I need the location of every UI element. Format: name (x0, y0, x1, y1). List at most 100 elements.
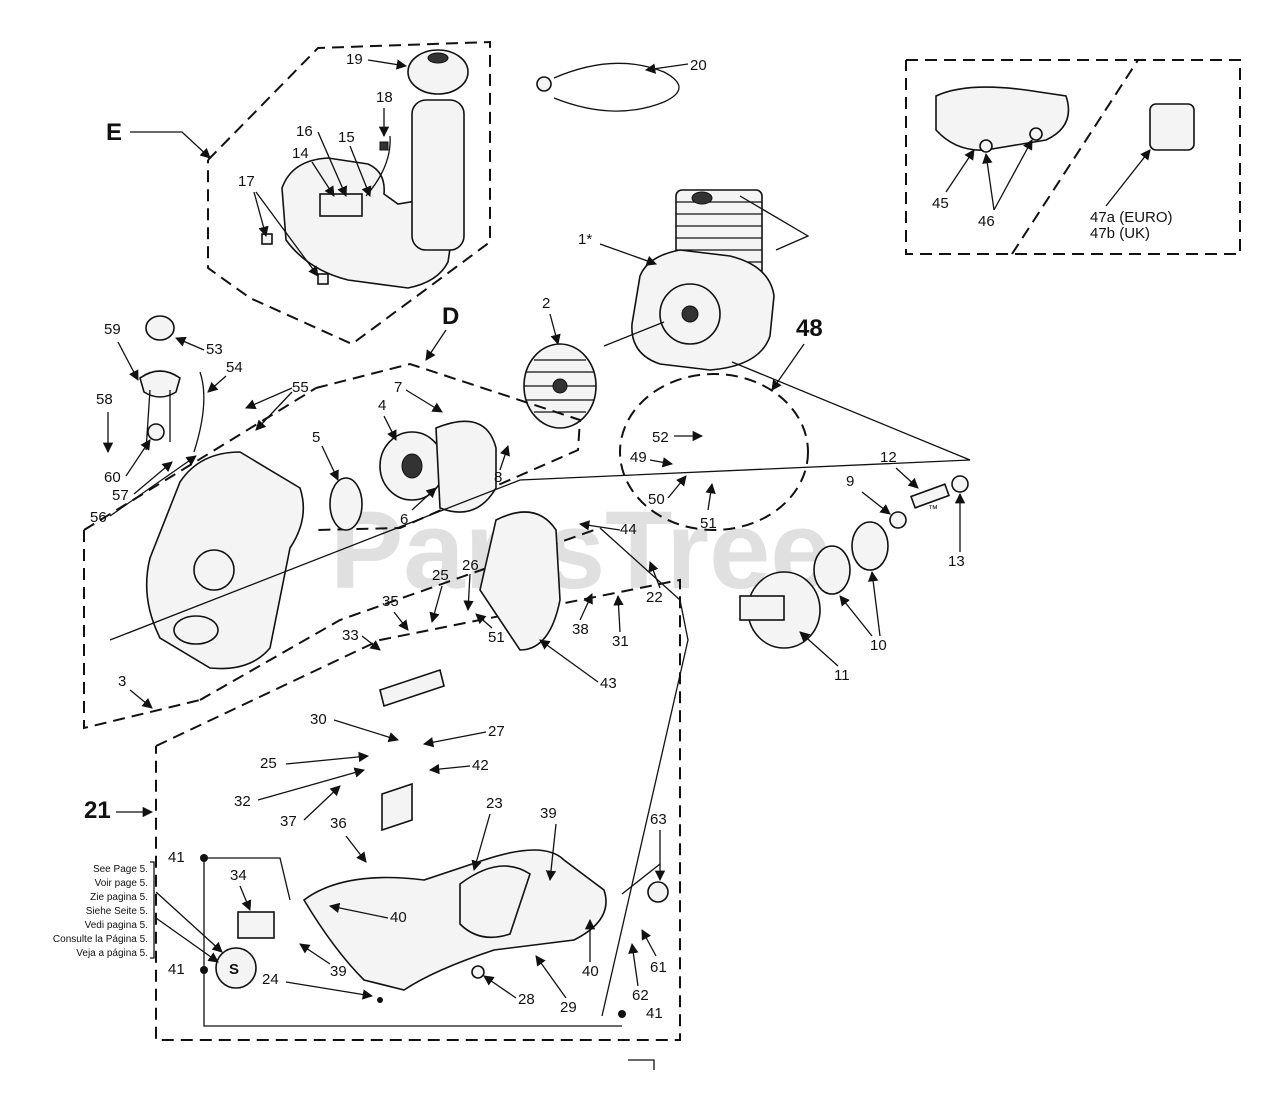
label-34: 34 (230, 867, 247, 884)
fuel-filler-neck (411, 99, 465, 251)
label-7: 7 (394, 379, 402, 396)
clamp-ring (553, 62, 680, 112)
label-36: 36 (330, 815, 347, 832)
label-15: 15 (338, 129, 355, 146)
watermark: PartsTree (330, 489, 831, 612)
label-47b: 47b (UK) (1090, 225, 1150, 242)
label-43: 43 (600, 675, 617, 692)
label-23: 23 (486, 795, 503, 812)
label-20: 20 (690, 57, 707, 74)
svg-text:See Page 5.: See Page 5. (93, 864, 148, 875)
label-5: 5 (312, 429, 320, 446)
label-24: 24 (262, 971, 279, 988)
label-53: 53 (206, 341, 223, 358)
spacer (910, 483, 950, 509)
label-25-a: 25 (432, 567, 449, 584)
label-9: 9 (846, 473, 854, 490)
grommet (647, 881, 669, 903)
label-56: 56 (90, 509, 107, 526)
label-8: 8 (494, 469, 502, 486)
s-symbol-letter: S (229, 961, 239, 978)
label-59: 59 (104, 321, 121, 338)
label-12: 12 (880, 449, 897, 466)
group-d-outline (315, 362, 582, 531)
label-26: 26 (462, 557, 479, 574)
throttle-block (381, 782, 413, 832)
svg-text:Veja a página 5.: Veja a página 5. (76, 948, 148, 959)
label-10: 10 (870, 637, 887, 654)
throttle-trigger (379, 668, 445, 708)
label-41-b: 41 (168, 961, 185, 978)
label-D: D (442, 303, 459, 330)
group-e-fuel-tank (207, 40, 491, 346)
flywheel (523, 343, 597, 429)
label-17: 17 (238, 173, 255, 190)
label-25-b: 25 (260, 755, 277, 772)
label-51-a: 51 (700, 515, 717, 532)
label-57: 57 (112, 487, 129, 504)
label-51-b: 51 (488, 629, 505, 646)
fuel-cap (407, 49, 469, 95)
drive-shaft-stub (739, 595, 785, 621)
svg-text:Siehe Seite 5.: Siehe Seite 5. (86, 906, 148, 917)
label-45: 45 (932, 195, 949, 212)
label-2: 2 (542, 295, 550, 312)
label-3: 3 (118, 673, 126, 690)
label-40-b: 40 (582, 963, 599, 980)
see-page-note: See Page 5. Voir page 5. Zie pagina 5. S… (53, 861, 155, 959)
handle-body (302, 849, 607, 991)
starter-plate (435, 420, 497, 513)
label-13: 13 (948, 553, 965, 570)
starter-spring (329, 477, 363, 531)
label-42: 42 (472, 757, 489, 774)
label-22: 22 (646, 589, 663, 606)
group-48-outline (619, 373, 809, 531)
label-55: 55 (292, 379, 309, 396)
svg-text:Consulte la Página 5.: Consulte la Página 5. (53, 934, 148, 945)
label-35: 35 (382, 593, 399, 610)
label-33: 33 (342, 627, 359, 644)
label-11: 11 (834, 667, 850, 684)
clutch-housing-cover (479, 511, 561, 651)
primer-bulb (145, 315, 175, 341)
label-37: 37 (280, 813, 297, 830)
label-4: 4 (378, 397, 386, 414)
s-symbol (215, 947, 257, 989)
label-28: 28 (518, 991, 535, 1008)
label-47a: 47a (EURO) (1090, 209, 1173, 226)
label-61: 61 (650, 959, 667, 976)
label-39-a: 39 (540, 805, 557, 822)
label-54: 54 (226, 359, 243, 376)
clutch-shoe (813, 545, 851, 595)
label-49: 49 (630, 449, 647, 466)
label-29: 29 (560, 999, 577, 1016)
label-32: 32 (234, 793, 251, 810)
label-58: 58 (96, 391, 113, 408)
label-6: 6 (400, 511, 408, 528)
watermark-trademark: ™ (928, 504, 938, 515)
label-50: 50 (648, 491, 665, 508)
label-E: E (106, 119, 122, 146)
label-44: 44 (620, 521, 637, 538)
label-60: 60 (104, 469, 121, 486)
svg-text:Zie pagina 5.: Zie pagina 5. (90, 892, 148, 903)
label-18: 18 (376, 89, 393, 106)
label-1: 1* (578, 231, 592, 248)
label-63: 63 (650, 811, 667, 828)
label-52: 52 (652, 429, 669, 446)
label-30: 30 (310, 711, 327, 728)
label-48: 48 (796, 315, 823, 342)
label-46: 46 (978, 213, 995, 230)
ignition-module (1149, 103, 1195, 151)
label-41-a: 41 (168, 849, 185, 866)
handle-cover (935, 86, 1070, 151)
label-27: 27 (488, 723, 505, 740)
label-62: 62 (632, 987, 649, 1004)
svg-text:Vedi pagina 5.: Vedi pagina 5. (85, 920, 148, 931)
label-40-a: 40 (390, 909, 407, 926)
fuel-filter (379, 141, 389, 151)
label-19: 19 (346, 51, 363, 68)
label-39-b: 39 (330, 963, 347, 980)
svg-text:Voir page 5.: Voir page 5. (95, 878, 148, 889)
